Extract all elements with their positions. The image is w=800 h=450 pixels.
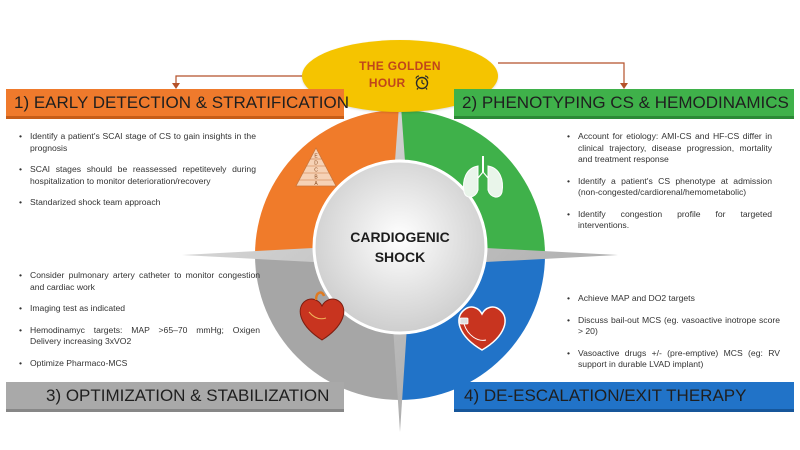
pyramid-letter-e: E (314, 154, 318, 160)
center-hub (312, 159, 488, 335)
bullet-item: Identify a patient's SCAI stage of CS to… (18, 131, 256, 154)
bullet-item: Hemodinamyc targets: MAP >65–70 mmHg; Ox… (18, 325, 260, 348)
bullet-item: Vasoactive drugs +/- (pre-emptive) MCS (… (566, 348, 780, 371)
heart-with-device-icon (458, 306, 506, 351)
alarm-clock-icon (413, 74, 431, 94)
bullet-item: Standarized shock team approach (18, 197, 256, 209)
bullet-item: SCAI stages should be reassessed repetit… (18, 164, 256, 187)
bullet-item: Imaging test as indicated (18, 303, 260, 315)
lungs-icon (463, 156, 503, 198)
pyramid-letter-b: B (314, 175, 318, 181)
bullet-item: Consider pulmonary artery catheter to mo… (18, 270, 260, 293)
bullet-item: Optimize Pharmaco-MCS (18, 358, 260, 370)
step-4-title: 4) DE-ESCALATION/EXIT THERAPY (464, 385, 747, 405)
center-label-line-2: SHOCK (374, 249, 426, 265)
step-4-bullets: Achieve MAP and DO2 targets Discuss bail… (566, 293, 780, 381)
bullet-item: Account for etiology: AMI-CS and HF-CS d… (566, 131, 772, 166)
step-2-title: 2) PHENOTYPING CS & HEMODINAMICS (462, 92, 789, 112)
pyramid-letter-a: A (314, 181, 318, 187)
center-label: CARDIOGENIC SHOCK (322, 227, 478, 267)
heart-icon (299, 291, 345, 341)
step-4-banner: 4) DE-ESCALATION/EXIT THERAPY (454, 382, 794, 412)
bullet-item: Identify a patient's CS phenotype at adm… (566, 176, 772, 199)
pyramid-letter-d: D (314, 161, 318, 167)
step-1-bullets: Identify a patient's SCAI stage of CS to… (18, 131, 256, 219)
bullet-item: Achieve MAP and DO2 targets (566, 293, 780, 305)
arrow-to-step-1 (172, 75, 302, 89)
step-3-bullets: Consider pulmonary artery catheter to mo… (18, 270, 260, 379)
step-3-banner: 3) OPTIMIZATION & STABILIZATION (6, 382, 344, 412)
bullet-item: Identify congestion profile for targeted… (566, 209, 772, 232)
pyramid-letter-c: C (314, 168, 318, 174)
step-2-banner: 2) PHENOTYPING CS & HEMODINAMICS (454, 89, 794, 119)
step-2-bullets: Account for etiology: AMI-CS and HF-CS d… (566, 131, 772, 242)
golden-hour-line-2-row: HOUR (369, 74, 431, 94)
center-label-line-1: CARDIOGENIC (350, 229, 450, 245)
step-1-banner: 1) EARLY DETECTION & STRATIFICATION (6, 89, 349, 119)
step-3-title: 3) OPTIMIZATION & STABILIZATION (46, 385, 330, 405)
pyramid-icon: E D C B A (295, 147, 337, 187)
arrow-to-step-2 (498, 62, 628, 89)
golden-hour-line-2: HOUR (368, 76, 406, 91)
bullet-item: Discuss bail-out MCS (eg. vasoactive ino… (566, 315, 780, 338)
step-1-title: 1) EARLY DETECTION & STRATIFICATION (14, 92, 350, 112)
golden-hour-line-1: THE GOLDEN (359, 59, 441, 73)
